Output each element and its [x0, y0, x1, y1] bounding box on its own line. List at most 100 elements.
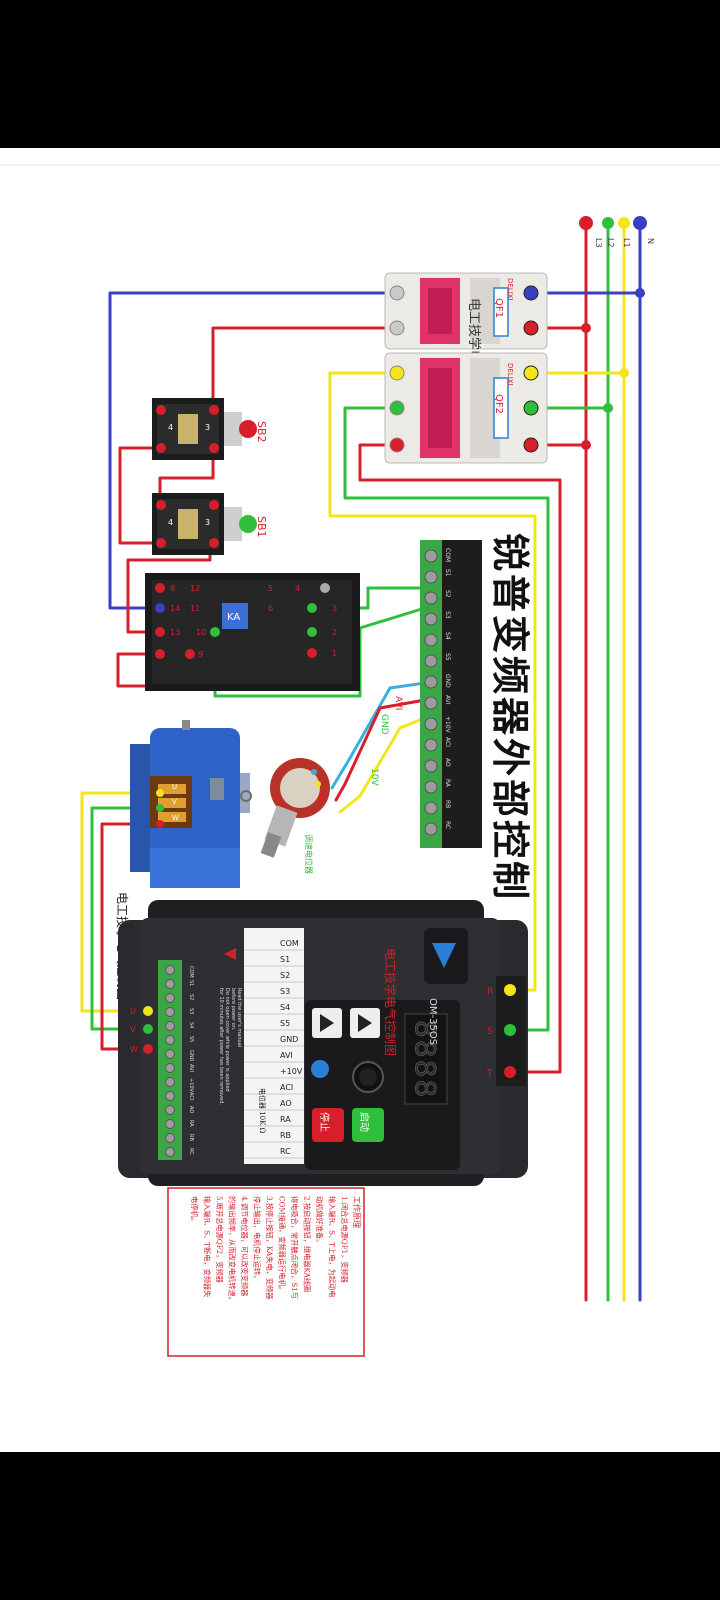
- junction-dots: [581, 288, 645, 450]
- relay-terminal-13: 13: [170, 628, 180, 637]
- wire-pot-gnd: [334, 698, 427, 802]
- relay-terminal-3: 3: [332, 604, 337, 613]
- breaker-qf2[interactable]: QF2 DELIXI: [384, 352, 548, 464]
- wiring-diagram: L1 L2 L3 N QF1 DELIXI 电工技学电气控制图: [0, 164, 720, 1357]
- motor[interactable]: U V W 电工技学电气控制图: [115, 720, 252, 1000]
- control-terminal-label: RA: [444, 779, 451, 788]
- diagram-area: L1 L2 L3 N QF1 DELIXI 电工技学电气控制图: [0, 148, 720, 1452]
- motor-terminal-w: W: [172, 814, 179, 822]
- vfd-terminal-screw: [165, 979, 175, 989]
- vfd-panel-label: AO: [280, 1099, 292, 1108]
- vfd-output-w: W: [130, 1045, 138, 1054]
- vfd-terminal-screw: [165, 1077, 175, 1087]
- wires: [80, 221, 642, 1302]
- relay-terminal-1: 1: [332, 649, 337, 658]
- vfd-run-button[interactable]: [352, 1108, 384, 1142]
- down-arrow-icon: [320, 1014, 334, 1032]
- control-terminal-label: RC: [444, 821, 451, 829]
- button-sb2-contact-b: 3: [205, 423, 210, 432]
- vfd-input-r: R: [487, 987, 493, 997]
- top-black-bar: [0, 0, 720, 148]
- vfd-terminal-screw: [165, 1007, 175, 1017]
- button-sb1[interactable]: SB1 4 3: [152, 493, 268, 555]
- vfd-terminal-screw: [165, 1049, 175, 1059]
- relay-terminal-5: 5: [268, 584, 273, 593]
- phase-label-l1: L1: [622, 238, 631, 248]
- vfd-terminal-screw: [165, 1091, 175, 1101]
- notes-line: 4.调节电位器，可以改变变频器: [240, 1196, 249, 1296]
- notes-heading: 工作原理: [352, 1196, 362, 1228]
- relay-terminal-6: 6: [268, 604, 273, 613]
- notes-line: 2.按启动按钮，继电器KA线圈: [303, 1196, 312, 1292]
- breaker-qf2-brand: DELIXI: [506, 363, 514, 386]
- control-terminal-label: ACI: [444, 737, 451, 747]
- control-terminal-screw: [424, 675, 438, 689]
- control-terminal-screw: [424, 801, 438, 815]
- control-terminal-label: RB: [444, 800, 451, 808]
- vfd-stop-button[interactable]: [312, 1108, 344, 1142]
- vfd-input-t: T: [486, 1069, 493, 1079]
- relay-terminal-10: 10: [196, 628, 206, 637]
- control-terminal-screw: [424, 591, 438, 605]
- button-sb2[interactable]: SB2 4 3: [152, 398, 268, 460]
- wire-qf2-red-out: [358, 443, 562, 1074]
- notes-line: 的输出频率，从而改变电机转速。: [228, 1196, 237, 1304]
- breaker-qf1-brand: DELIXI: [506, 278, 514, 301]
- notes-line: 5.断开总电源QF2，变频器: [215, 1196, 224, 1283]
- potentiometer[interactable]: 调速电位器: [260, 758, 330, 874]
- wire-qf2-green-out: [343, 406, 550, 1032]
- vfd-left-terminal-label: +10V: [188, 1078, 194, 1093]
- vfd-pot-note: 电位器 10K Ω: [258, 1088, 267, 1134]
- relay-terminal-12: 12: [190, 584, 200, 593]
- warning-triangle-icon: [224, 948, 236, 960]
- notes-lines: 1.闭合总电源QF1，变频器输入端R、S、T上电，为起动电动机做好准备。2.按启…: [190, 1196, 349, 1304]
- vfd-panel-label: S5: [280, 1019, 290, 1028]
- vfd-run-label: 启动: [358, 1112, 371, 1132]
- notes-box: 工作原理 1.闭合总电源QF1，变频器输入端R、S、T上电，为起动电动机做好准备…: [167, 1187, 365, 1357]
- brand-logo-icon: [432, 943, 456, 968]
- vfd-left-terminal-label: S3: [188, 1008, 194, 1014]
- vfd-panel-label: RC: [280, 1147, 291, 1156]
- vfd-terminal-screw: [165, 1035, 175, 1045]
- notes-line: 输入端R、S、T断电，变频器失: [203, 1196, 212, 1297]
- control-terminal-label: S3: [444, 611, 451, 619]
- control-terminal-label: AO: [444, 758, 451, 767]
- vfd-left-terminal-label: S5: [188, 1036, 194, 1042]
- control-terminal-screw: [424, 717, 438, 731]
- relay-terminal-2: 2: [332, 628, 337, 637]
- control-terminal-label: S1: [444, 569, 451, 577]
- control-terminal-screws: [424, 549, 438, 836]
- motor-terminal-u: U: [172, 783, 177, 791]
- wire-pot-avi: [330, 681, 427, 790]
- vfd-warning-line-4: for 10 minutes after power has been remo…: [218, 988, 224, 1105]
- vfd-stop-label: 停止: [318, 1112, 331, 1132]
- button-sb2-label: SB2: [255, 421, 268, 443]
- vfd-terminal-screw: [165, 1063, 175, 1073]
- control-terminal-screw: [424, 654, 438, 668]
- vfd-left-terminal-label: RC: [188, 1148, 194, 1155]
- pot-wire-label-avi: AVI: [393, 696, 403, 710]
- relay-terminal-dots: [155, 583, 330, 659]
- notes-line: 动机做好准备。: [315, 1196, 324, 1246]
- vfd-input-s: S: [487, 1027, 493, 1037]
- vfd-warning-line-1: Read the user's manual: [236, 988, 242, 1047]
- vfd-menu-key[interactable]: [311, 1060, 329, 1078]
- vfd-panel-label: S2: [280, 971, 290, 980]
- vfd-warning-line-2: before power on.: [230, 988, 236, 1031]
- control-terminal-label: GND: [444, 674, 451, 688]
- vfd-output-v: V: [130, 1025, 136, 1034]
- vfd-panel-label: COM: [280, 939, 299, 948]
- vfd-panel-label: RB: [280, 1131, 291, 1140]
- breaker-qf2-label: QF2: [493, 394, 504, 414]
- vfd-left-terminal-label: S4: [188, 1022, 194, 1028]
- breaker-qf1[interactable]: QF1 DELIXI 电工技学电气控制图: [384, 272, 548, 415]
- vfd-panel-label: S1: [280, 955, 290, 964]
- phase-labels: L1 L2 L3 N: [579, 216, 655, 248]
- relay-terminal-11: 11: [190, 604, 200, 613]
- control-terminal-label: AVI: [444, 695, 451, 705]
- relay-ka[interactable]: KA 8 12 14 11 13 10: [145, 573, 360, 691]
- pot-wire-label-gnd: GND: [379, 714, 389, 735]
